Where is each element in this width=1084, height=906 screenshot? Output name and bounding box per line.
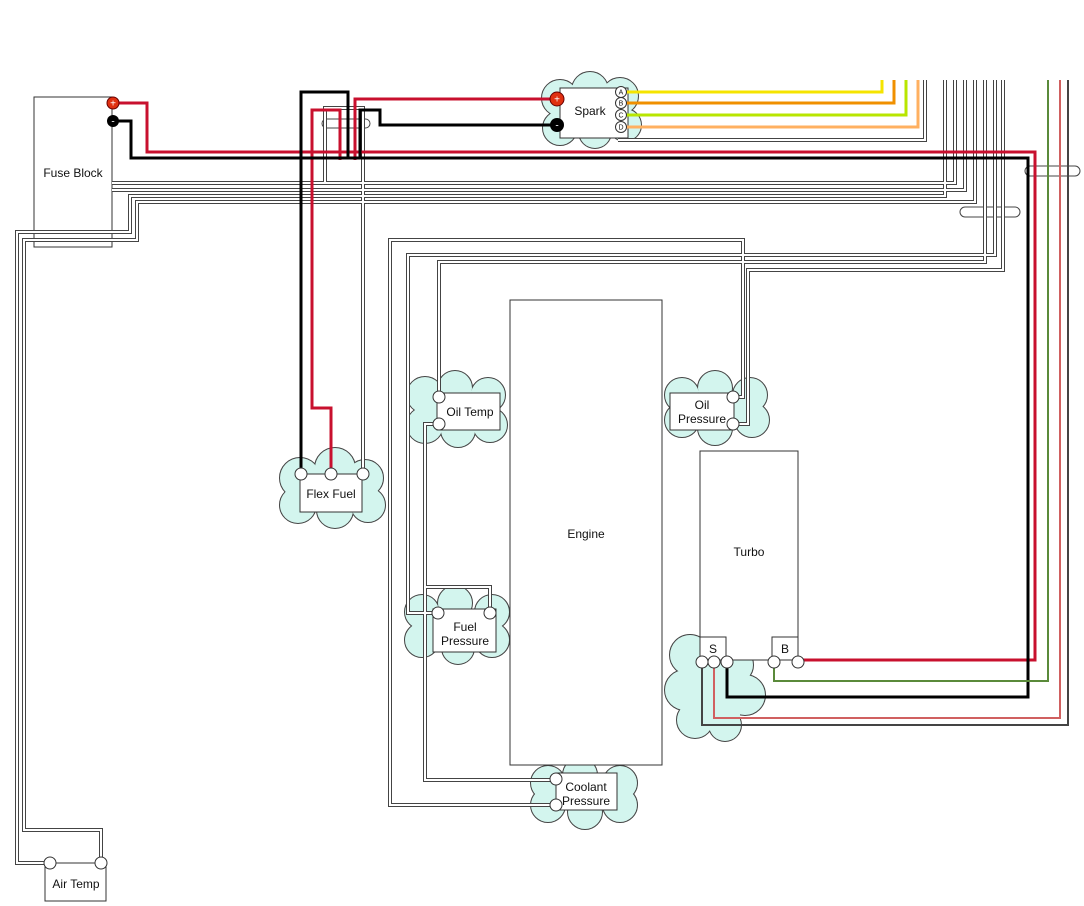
fuse-plus-terminal: [106, 96, 120, 110]
connector-right: [1024, 165, 1081, 177]
spark-pin-b: B: [619, 101, 624, 108]
oil-temp-label: Oil Temp: [446, 405, 493, 419]
turbo-b-port: [771, 636, 799, 661]
engine-box: [509, 299, 663, 766]
power-wire-spark: [353, 97, 557, 160]
coolant-pressure-label-1: Coolant: [565, 780, 607, 794]
engine-label: Engine: [567, 527, 605, 541]
spark-wire-c: [621, 80, 908, 117]
turbo-s-wire-2: [713, 80, 1061, 719]
sensor-wires: [15, 80, 1005, 865]
oil-pressure-box: [669, 392, 735, 431]
fuse-minus-terminal: [107, 115, 119, 127]
spark-pin-d: D: [618, 125, 623, 132]
connector-flex: [321, 118, 371, 129]
ground-wire-flex: [299, 90, 350, 474]
air-temp-label: Air Temp: [52, 877, 99, 891]
turbo-label: Turbo: [734, 545, 765, 559]
ground-wire-main: [113, 119, 1030, 699]
spark-plus-label: +: [554, 95, 560, 106]
spark-plus-terminal: [549, 91, 565, 107]
spark-wire-b: [621, 80, 896, 105]
power-wire-flex: [310, 108, 342, 474]
ground-wire-spark: [358, 108, 557, 158]
turbo-b-label: B: [781, 642, 789, 656]
spark-wire-a: [621, 80, 884, 94]
fuse-plus-label: +: [110, 99, 116, 110]
turbo-box: [699, 450, 799, 661]
flex-fuel-label: Flex Fuel: [306, 487, 355, 501]
fuel-pressure-label-1: Fuel: [453, 620, 476, 634]
pins: [43, 86, 805, 870]
turbo-b-wire: [773, 80, 1049, 682]
spark-label: Spark: [574, 104, 606, 118]
turbo-s-label: S: [709, 642, 717, 656]
coolant-pressure-box: [555, 772, 618, 811]
power-wire-main: [113, 101, 1037, 662]
oil-pressure-label-2: Pressure: [678, 412, 726, 426]
fuel-pressure-label-2: Pressure: [441, 634, 489, 648]
spark-signal-wires: [621, 80, 920, 129]
connector-mid: [959, 206, 1021, 218]
turbo-s-wire-1: [701, 80, 1069, 726]
fuse-block-label: Fuse Block: [43, 166, 103, 180]
coolant-pressure-label-2: Pressure: [562, 794, 610, 808]
spark-minus-terminal: [550, 118, 564, 132]
spark-pin-c: C: [618, 113, 623, 120]
spark-minus-label: -: [555, 121, 558, 132]
oil-temp-box: [436, 392, 501, 431]
fuse-minus-label: -: [111, 117, 114, 128]
spark-pin-a: A: [619, 90, 624, 97]
spark-wire-d: [621, 80, 920, 129]
air-temp-box: [44, 862, 107, 902]
oil-pressure-label-1: Oil: [695, 398, 710, 412]
fuse-block-box: [33, 96, 113, 248]
